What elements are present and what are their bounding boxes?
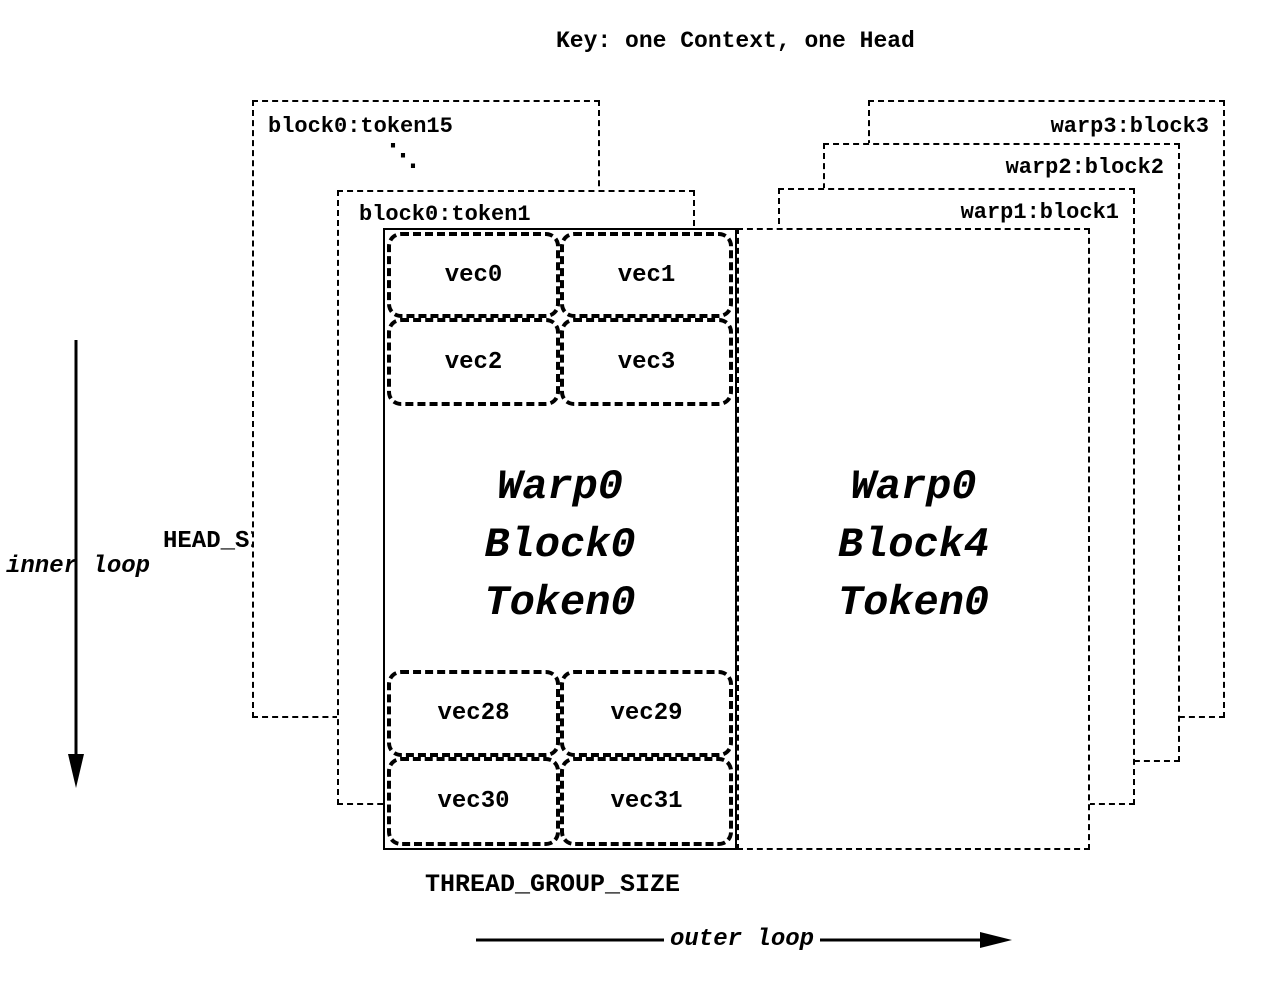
- warp0-block0-text: Warp0 Block0 Token0: [385, 458, 735, 632]
- warp0-block4-line1: Warp0: [850, 463, 977, 511]
- inner-loop-label: inner loop: [6, 553, 151, 580]
- vec3-cell: vec3: [560, 318, 733, 406]
- warp0-block0-box: vec0 vec1 vec2 vec3 Warp0 Block0 Token0 …: [383, 228, 737, 850]
- warp0-block4-text: Warp0 Block4 Token0: [739, 458, 1088, 632]
- ellipsis-dots: ⋱: [388, 141, 418, 175]
- vec30-cell: vec30: [387, 757, 560, 846]
- block0-token1-label: block0:token1: [359, 202, 531, 227]
- warp0-block4-line3: Token0: [837, 579, 990, 627]
- warp3-block3-label: warp3:block3: [1050, 114, 1209, 139]
- warp0-block0-line2: Block0: [484, 521, 636, 569]
- vec1-cell: vec1: [560, 232, 733, 318]
- inner-loop-arrow: [68, 340, 84, 788]
- vec28-cell: vec28: [387, 670, 560, 757]
- vec0-cell: vec0: [387, 232, 560, 318]
- vec31-cell: vec31: [560, 757, 733, 846]
- thread-group-size-label: THREAD_GROUP_SIZE: [425, 870, 681, 899]
- warp1-block1-label: warp1:block1: [960, 200, 1119, 225]
- warp0-block0-line3: Token0: [484, 579, 636, 627]
- outer-loop-label: outer loop: [664, 926, 821, 953]
- vec2-cell: vec2: [387, 318, 560, 406]
- warp2-block2-label: warp2:block2: [1005, 155, 1164, 180]
- diagram-title: Key: one Context, one Head: [556, 28, 915, 54]
- warp0-block4-line2: Block4: [837, 521, 990, 569]
- vec29-cell: vec29: [560, 670, 733, 757]
- warp0-block4-box: Warp0 Block4 Token0: [737, 228, 1090, 850]
- block0-token15-label: block0:token15: [268, 114, 453, 139]
- warp0-block0-line1: Warp0: [496, 463, 624, 511]
